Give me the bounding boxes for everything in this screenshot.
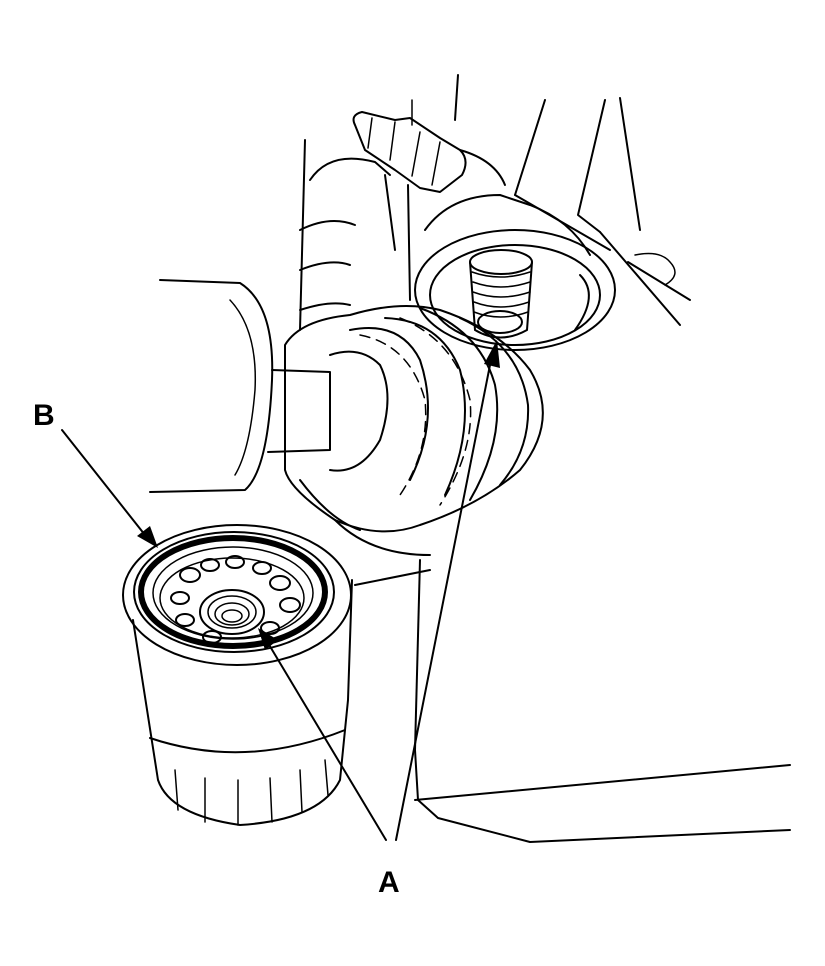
filter-mount: [414, 194, 616, 351]
filter-gasket: [138, 535, 328, 649]
callout-b-leader: [61, 429, 158, 548]
callout-label-b: B: [33, 399, 55, 432]
housing-cylinder: [299, 99, 413, 331]
arrowhead-a-filter: [258, 628, 278, 650]
filter-base-plate: [159, 555, 305, 644]
callout-a-leader-mount: [395, 340, 500, 841]
cv-boot: [284, 305, 544, 556]
callout-label-a: A: [378, 866, 400, 899]
engine-block: [354, 74, 791, 843]
arrowhead-b: [137, 526, 158, 548]
oil-filter: [122, 524, 353, 826]
callout-a-leader-filter: [258, 628, 387, 841]
filter-threaded-hole: [199, 589, 265, 635]
arrowhead-a-mount: [484, 340, 500, 368]
drive-shaft: [149, 279, 331, 493]
sensor-connector: [352, 111, 506, 193]
threaded-stud: [469, 249, 533, 339]
